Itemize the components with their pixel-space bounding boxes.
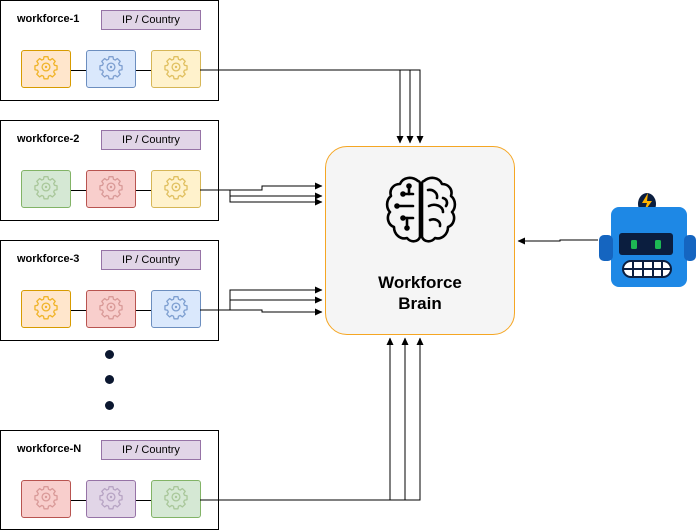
- workforce-brain-box: Workforce Brain: [325, 146, 515, 335]
- workforce-3-box: workforce-3 IP / Country: [0, 240, 219, 341]
- gear-icon: [163, 484, 189, 515]
- ip-country-tag: IP / Country: [101, 440, 201, 460]
- worker-gear-node: [86, 290, 136, 328]
- workforce-title: workforce-2: [17, 133, 80, 145]
- workforce-title: workforce-3: [17, 253, 80, 265]
- arrow-wfn-a: [200, 337, 394, 501]
- worker-gear-node: [86, 480, 136, 518]
- gear-connector: [136, 500, 151, 501]
- arrow-wf3-b: [200, 296, 323, 311]
- workforce-1-box: workforce-1 IP / Country: [0, 0, 219, 101]
- workforce-title: workforce-N: [17, 443, 82, 455]
- worker-gear-node: [21, 480, 71, 518]
- ellipsis-dot: [105, 350, 114, 359]
- worker-gear-node: [86, 50, 136, 88]
- gear-icon: [163, 294, 189, 325]
- brain-title-line1: Workforce: [378, 273, 462, 292]
- worker-gear-node: [21, 170, 71, 208]
- worker-gear-node: [21, 50, 71, 88]
- arrow-wf1-a: [200, 69, 404, 144]
- gear-connector: [71, 70, 86, 71]
- brain-circuit-icon: [385, 176, 457, 243]
- arrow-wf2-c: [200, 189, 323, 206]
- ellipsis-dot: [105, 401, 114, 410]
- gear-icon: [33, 54, 59, 85]
- arrow-wf3-c: [200, 308, 323, 316]
- workforce-title: workforce-1: [17, 13, 80, 25]
- gear-connector: [136, 310, 151, 311]
- ip-country-tag: IP / Country: [101, 130, 201, 150]
- gear-icon: [163, 54, 189, 85]
- worker-gear-node: [151, 50, 201, 88]
- gear-connector: [71, 310, 86, 311]
- worker-gear-node: [151, 480, 201, 518]
- gear-connector: [136, 190, 151, 191]
- gear-icon: [33, 294, 59, 325]
- gear-connector: [71, 190, 86, 191]
- worker-gear-node: [21, 290, 71, 328]
- arrow-wfn-c: [200, 337, 424, 501]
- arrow-robot: [517, 237, 598, 245]
- arrow-wfn-b: [200, 337, 409, 501]
- workforce-2-box: workforce-2 IP / Country: [0, 120, 219, 221]
- arrow-wf1-b: [200, 69, 414, 144]
- arrow-wf1-c: [200, 69, 424, 144]
- ip-country-tag: IP / Country: [101, 250, 201, 270]
- gear-connector: [71, 500, 86, 501]
- gear-icon: [33, 174, 59, 205]
- gear-icon: [98, 294, 124, 325]
- worker-gear-node: [151, 290, 201, 328]
- ellipsis-dot: [105, 375, 114, 384]
- ip-country-tag: IP / Country: [101, 10, 201, 30]
- workforce-n-box: workforce-N IP / Country: [0, 430, 219, 530]
- worker-gear-node: [151, 170, 201, 208]
- gear-icon: [163, 174, 189, 205]
- gear-icon: [98, 484, 124, 515]
- gear-icon: [98, 174, 124, 205]
- arrow-wf2-b: [200, 189, 323, 200]
- gear-icon: [98, 54, 124, 85]
- brain-title-line2: Brain: [398, 294, 442, 313]
- worker-gear-node: [86, 170, 136, 208]
- gear-icon: [33, 484, 59, 515]
- robot-icon: [599, 193, 696, 287]
- arrow-wf2-a: [200, 182, 323, 191]
- gear-connector: [136, 70, 151, 71]
